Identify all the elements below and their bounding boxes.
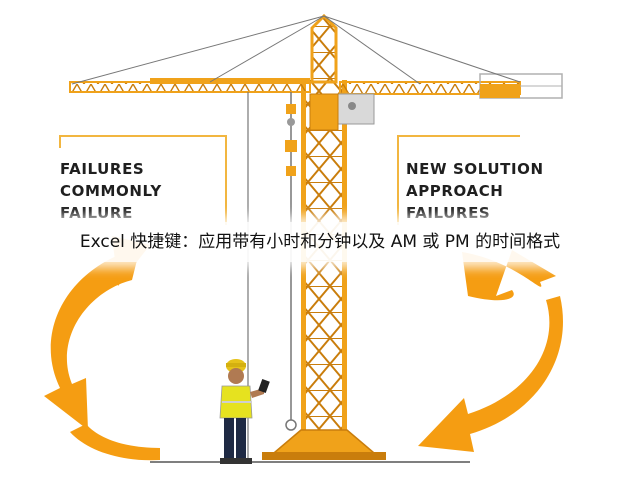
hook-assembly bbox=[247, 92, 297, 462]
left-label-line-1: FAILURES bbox=[60, 160, 145, 178]
crane-jib bbox=[69, 73, 563, 131]
page-title: Excel 快捷键：应用带有小时和分钟以及 AM 或 PM 的时间格式 bbox=[79, 232, 561, 252]
left-label-line-3: FAILURE bbox=[60, 204, 133, 222]
right-label-line-1: NEW SOLUTION bbox=[406, 160, 544, 178]
right-label-bracket bbox=[397, 135, 520, 225]
right-cycle-arrow bbox=[418, 250, 563, 452]
right-solution-label: NEW SOLUTION APPROACH FAILURES bbox=[406, 158, 544, 224]
crane-cables bbox=[71, 15, 521, 85]
worker-figure bbox=[219, 359, 270, 464]
left-label-bracket bbox=[59, 135, 227, 225]
crane-tower bbox=[262, 80, 386, 460]
right-label-line-3: FAILURES bbox=[406, 204, 491, 222]
left-label-line-2: COMMONLY bbox=[60, 182, 162, 200]
title-banner bbox=[0, 222, 640, 262]
left-failures-label: FAILURES COMMONLY FAILURE bbox=[60, 158, 162, 224]
left-cycle-arrow bbox=[44, 236, 160, 461]
crane-mast bbox=[310, 13, 338, 84]
right-label-line-2: APPROACH bbox=[406, 182, 504, 200]
